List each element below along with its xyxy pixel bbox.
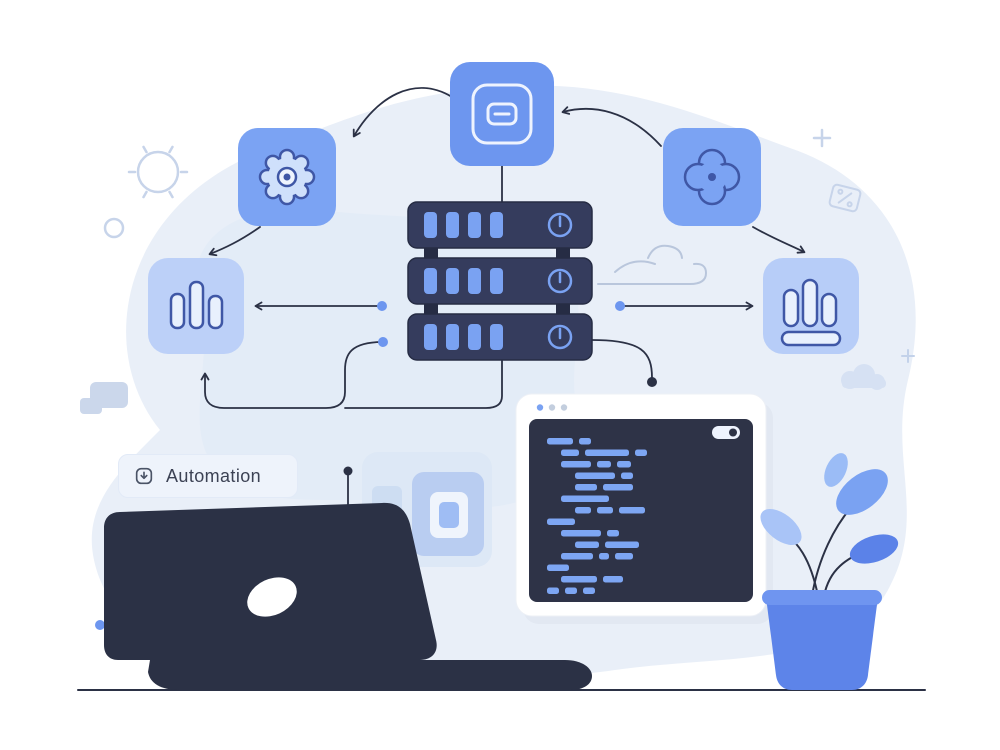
code-segment bbox=[561, 576, 597, 583]
code-segment bbox=[575, 484, 597, 491]
code-segment bbox=[561, 495, 609, 502]
code-segment bbox=[575, 472, 615, 479]
window-dots bbox=[536, 404, 568, 411]
code-segment bbox=[599, 553, 609, 560]
code-segment bbox=[561, 461, 591, 468]
flow-arrow-gear-to-chart-left bbox=[208, 226, 261, 257]
code-segment bbox=[607, 530, 619, 537]
terminal-link-dot bbox=[647, 377, 657, 387]
podium-chart-icon bbox=[780, 278, 842, 347]
plant-leaves bbox=[760, 453, 899, 564]
sparkle-plus-icon bbox=[901, 349, 915, 363]
ring-icon bbox=[103, 217, 125, 239]
antenna-dot bbox=[343, 466, 353, 476]
node-integration bbox=[663, 128, 761, 226]
code-segment bbox=[575, 507, 591, 514]
node-app-window bbox=[450, 62, 554, 166]
code-segment bbox=[619, 507, 645, 514]
server-unit bbox=[407, 257, 593, 305]
code-segment bbox=[603, 576, 623, 583]
code-segment bbox=[603, 484, 633, 491]
connector-dot bbox=[377, 301, 387, 311]
code-segment bbox=[547, 564, 569, 571]
flow-line-server-drop bbox=[344, 360, 503, 409]
code-segment bbox=[547, 518, 575, 525]
code-segment bbox=[635, 449, 647, 456]
automation-label-text: Automation bbox=[166, 465, 262, 486]
server-connector bbox=[424, 246, 438, 260]
server-connector bbox=[424, 302, 438, 316]
code-segment bbox=[561, 449, 579, 456]
flow-arrow-flower-to-window bbox=[561, 106, 662, 147]
power-icon bbox=[547, 268, 573, 294]
cloud-icon bbox=[841, 364, 886, 390]
code-segment bbox=[575, 541, 599, 548]
code-segment bbox=[597, 461, 611, 468]
connector-dot bbox=[378, 337, 388, 347]
code-segment bbox=[561, 553, 593, 560]
connector-dot bbox=[615, 301, 625, 311]
server-unit bbox=[407, 201, 593, 249]
server-connector bbox=[556, 302, 570, 316]
screen-toggle bbox=[712, 426, 740, 439]
automation-label: Automation bbox=[118, 454, 298, 498]
power-icon bbox=[547, 324, 573, 350]
code-segment bbox=[561, 530, 601, 537]
gear-icon bbox=[258, 148, 316, 206]
flow-arrow-window-to-gear bbox=[352, 87, 453, 138]
code-segment bbox=[617, 461, 631, 468]
code-segment bbox=[547, 438, 573, 445]
code-segment bbox=[605, 541, 639, 548]
automation-badge-icon bbox=[135, 467, 153, 485]
node-settings bbox=[238, 128, 336, 226]
flow-arrow-loop-to-chart-left bbox=[200, 341, 384, 409]
flower-icon bbox=[683, 148, 741, 206]
server-connector bbox=[556, 246, 570, 260]
laptop-base bbox=[148, 660, 592, 690]
laptop-logo bbox=[247, 577, 297, 617]
code-lines bbox=[547, 438, 647, 594]
code-segment bbox=[621, 472, 633, 479]
plant-pot bbox=[766, 597, 878, 690]
plant-pot-rim bbox=[762, 590, 882, 605]
code-segment bbox=[547, 587, 559, 594]
node-analytics-left bbox=[148, 258, 244, 354]
node-analytics-right bbox=[763, 258, 859, 354]
code-segment bbox=[597, 507, 613, 514]
code-segment bbox=[579, 438, 591, 445]
flow-arrows bbox=[200, 87, 806, 507]
power-icon bbox=[547, 212, 573, 238]
laptop bbox=[104, 502, 592, 690]
sun-icon bbox=[127, 145, 189, 199]
terminal bbox=[515, 393, 773, 624]
folder-shape bbox=[80, 382, 128, 414]
window-card-icon bbox=[471, 83, 533, 145]
flow-line-terminal-link bbox=[591, 339, 653, 379]
dot-decoration bbox=[95, 620, 105, 630]
bar-chart-icon bbox=[169, 280, 224, 330]
server-stack bbox=[407, 201, 593, 361]
code-segment bbox=[565, 587, 577, 594]
flow-arrow-flower-to-chart-right bbox=[752, 226, 806, 254]
code-segment bbox=[615, 553, 633, 560]
code-segment bbox=[585, 449, 629, 456]
server-unit bbox=[407, 313, 593, 361]
plant bbox=[760, 453, 899, 690]
discount-tag-icon bbox=[828, 183, 862, 213]
plus-icon bbox=[812, 128, 832, 148]
wind-swirl-icon bbox=[597, 244, 708, 285]
code-segment bbox=[583, 587, 595, 594]
